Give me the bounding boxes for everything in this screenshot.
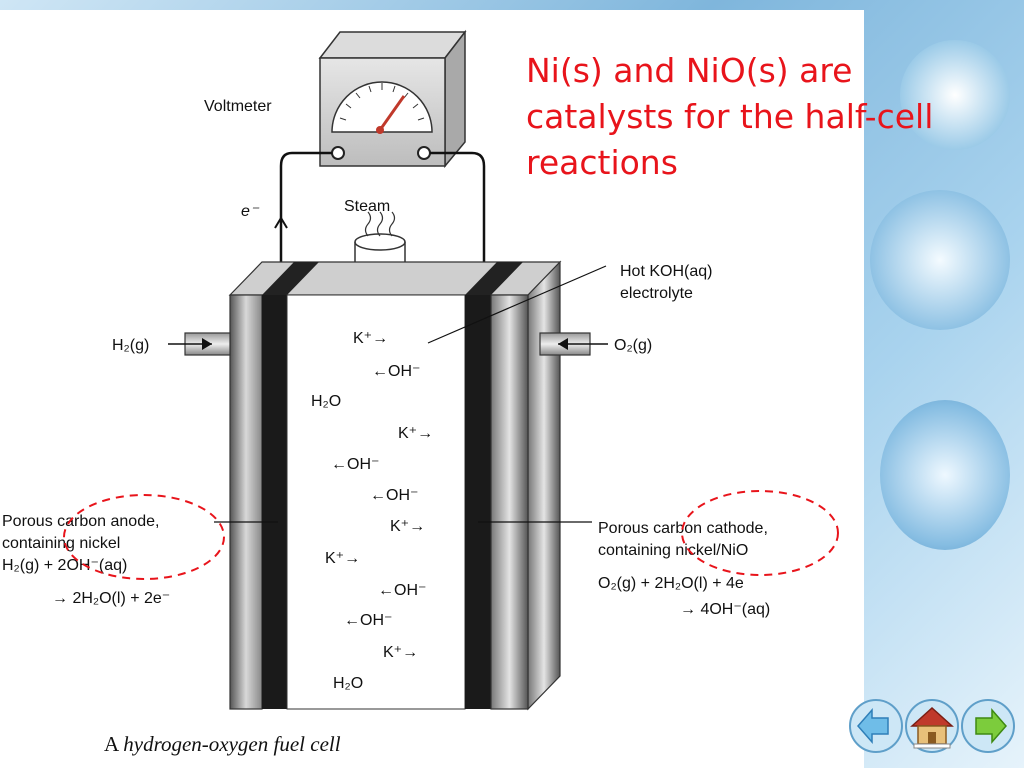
voltmeter: [318, 29, 467, 169]
ion-label: H₂O: [311, 393, 341, 410]
electrolyte-leader-line: [427, 265, 607, 344]
voltmeter-label: Voltmeter: [204, 98, 272, 115]
fuel-cell-body: [228, 260, 562, 711]
cathode-label-line2: containing nickel/NiO: [598, 542, 748, 559]
anode-equation-line1: H₂(g) + 2OH⁻(aq): [2, 557, 127, 574]
home-icon: [905, 699, 959, 753]
anode-label-line2: containing nickel: [2, 535, 120, 552]
cathode-equation-line1: O₂(g) + 2H₂O(l) + 4e: [598, 575, 744, 592]
ion-label: K⁺→: [353, 330, 388, 347]
home-button[interactable]: [904, 698, 960, 754]
cathode-annotation-circle: [681, 490, 839, 576]
ion-label: H₂O: [333, 675, 363, 692]
ion-label: K⁺→: [398, 425, 433, 442]
ion-label: K⁺→: [325, 550, 360, 567]
o2-inlet-pipe: [539, 332, 608, 356]
electrolyte-ions: K⁺→ ←OH⁻ H₂O K⁺→ ←OH⁻ ←OH⁻ K⁺→ K⁺→ ←OH⁻ …: [311, 330, 433, 692]
forward-button[interactable]: [960, 698, 1016, 754]
ion-label: K⁺→: [390, 518, 425, 535]
back-button[interactable]: [848, 698, 904, 754]
background-decoration: [880, 400, 1010, 550]
background-decoration: [900, 40, 1010, 150]
o2-input-label: O₂(g): [614, 337, 652, 354]
anode-label-line1: Porous carbon anode,: [2, 513, 159, 530]
fuel-cell-diagram: Voltmeter Steam e⁻ Hot KOH(aq) electroly…: [2, 29, 839, 711]
ion-label: ←OH⁻: [331, 456, 379, 473]
ion-label: K⁺→: [383, 644, 418, 661]
ion-label: ←OH⁻: [378, 582, 426, 599]
h2-inlet-pipe: [168, 332, 231, 356]
slide: Voltmeter Steam e⁻ Hot KOH(aq) electroly…: [0, 10, 864, 768]
figure-caption: A hydrogen-oxygen fuel cell: [104, 732, 341, 757]
electron-flow-arrow: [274, 217, 288, 229]
ion-label: ←OH⁻: [344, 612, 392, 629]
catalyst-callout: Ni(s) and NiO(s) are catalysts for the h…: [526, 51, 934, 182]
background-decoration: [870, 190, 1010, 330]
steam-label: Steam: [344, 198, 390, 215]
ion-label: ←OH⁻: [372, 363, 420, 380]
anode-equation-line2: → 2H₂O(l) + 2e⁻: [52, 590, 170, 607]
ion-label: ←OH⁻: [370, 487, 418, 504]
caption-prefix: A: [104, 732, 124, 756]
electrolyte-label-line2: electrolyte: [620, 285, 693, 302]
anode-annotation-circle: [63, 494, 225, 580]
circuit-wire: [279, 151, 486, 272]
caption-title: hydrogen-oxygen fuel cell: [123, 732, 341, 756]
electron-label: e⁻: [241, 203, 260, 220]
back-arrow-icon: [849, 699, 903, 753]
cathode-equation-line2: → 4OH⁻(aq): [680, 601, 770, 618]
electrolyte-label-line1: Hot KOH(aq): [620, 263, 712, 280]
h2-input-label: H₂(g): [112, 337, 149, 354]
forward-arrow-icon: [961, 699, 1015, 753]
